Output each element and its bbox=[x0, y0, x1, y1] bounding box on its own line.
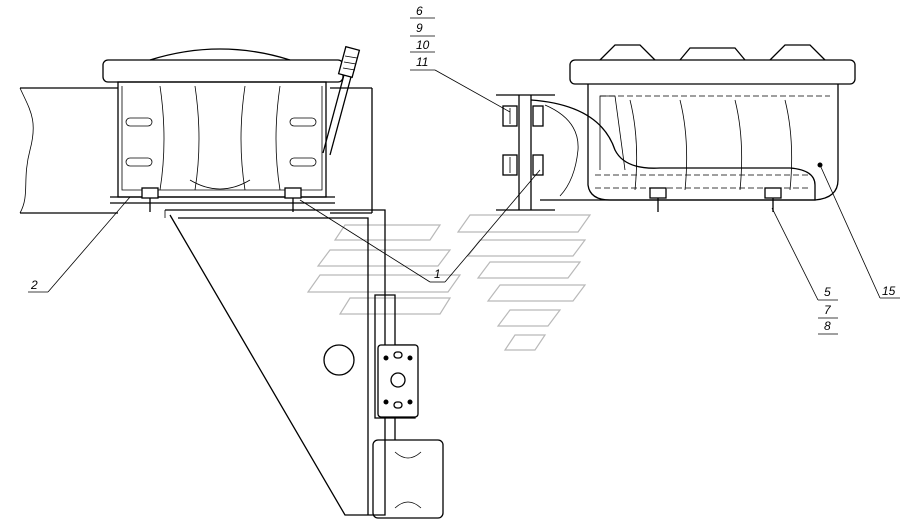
lower-box bbox=[372, 439, 444, 519]
bolt-beam-upper bbox=[502, 105, 544, 127]
watermark-logo bbox=[306, 214, 592, 351]
i-beam-bracket bbox=[496, 94, 816, 211]
callout-8: 8 bbox=[824, 319, 831, 333]
bolt-right-1 bbox=[649, 187, 667, 212]
bolt-beam-lower bbox=[502, 154, 544, 176]
frame-rail-left bbox=[19, 87, 373, 214]
callout-6: 6 bbox=[416, 4, 423, 18]
tension-rod bbox=[322, 45, 361, 156]
callout-7: 7 bbox=[824, 303, 831, 317]
bolt-left-2 bbox=[284, 187, 302, 212]
leader-lines bbox=[28, 17, 900, 335]
callout-5: 5 bbox=[824, 285, 831, 299]
callout-1: 1 bbox=[434, 267, 441, 281]
battery-left bbox=[102, 48, 344, 204]
callout-11: 11 bbox=[416, 55, 429, 69]
bolt-left-1 bbox=[141, 187, 159, 212]
callout-9: 9 bbox=[416, 21, 423, 35]
callout-2: 2 bbox=[31, 278, 38, 292]
mounting-plate bbox=[374, 294, 419, 440]
callout-15: 15 bbox=[882, 284, 896, 298]
mounting-bracket bbox=[164, 209, 386, 516]
callout-10: 10 bbox=[416, 38, 430, 52]
battery-right bbox=[569, 44, 856, 201]
